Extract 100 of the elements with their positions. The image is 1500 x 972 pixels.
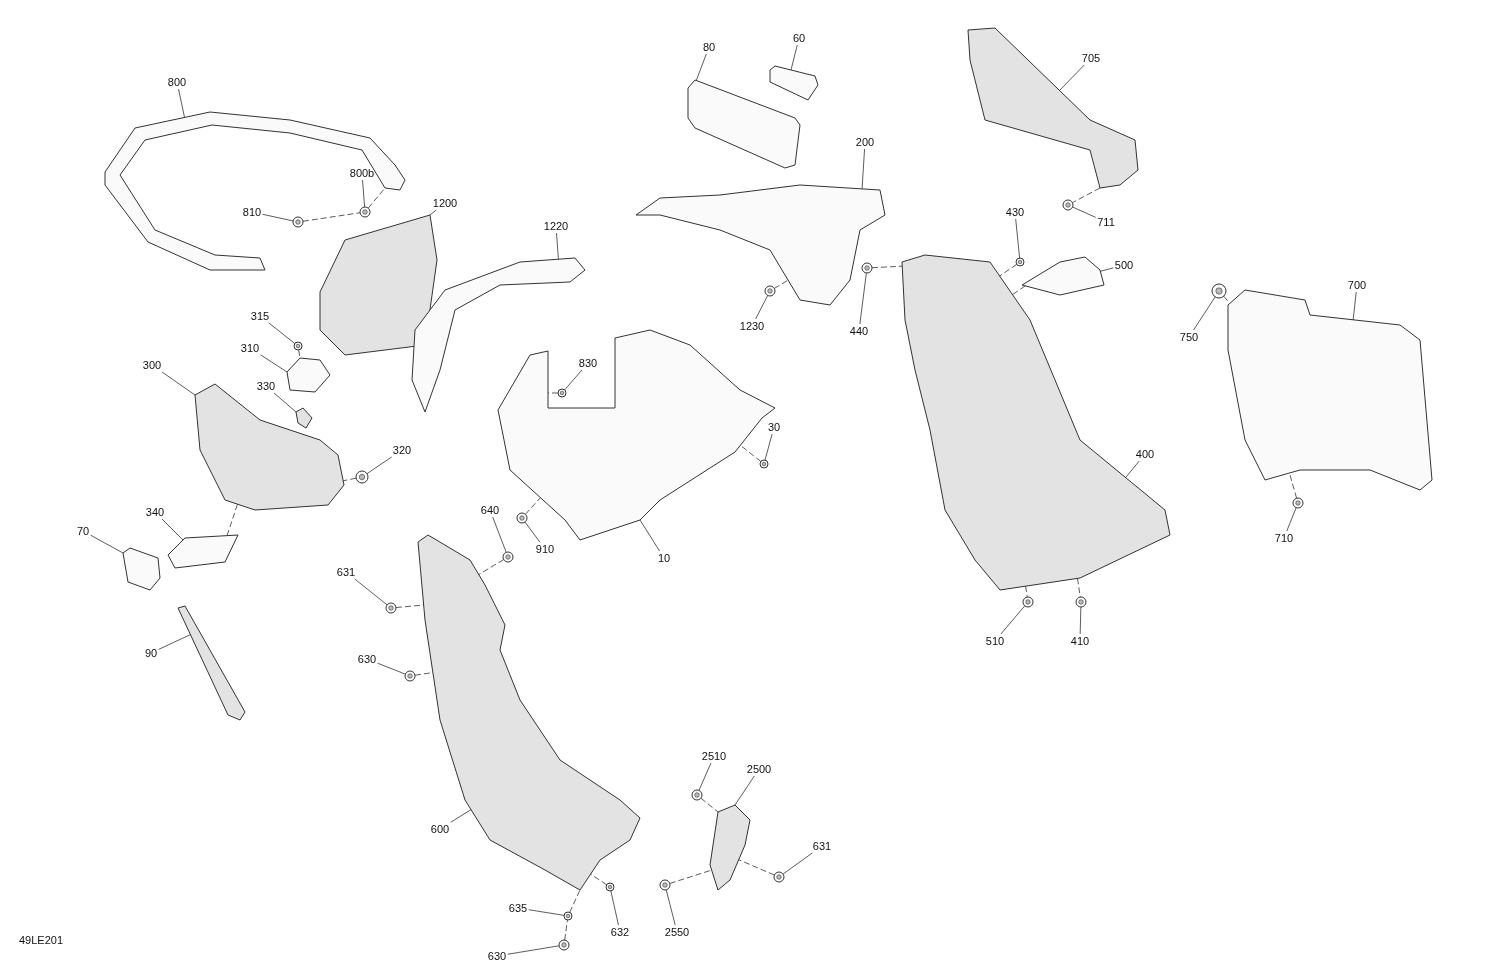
leader-line [161,371,196,396]
nut-icon [502,551,514,563]
alignment-line [367,187,386,209]
screw-icon [293,341,303,351]
rivet-icon [1022,596,1034,608]
callout-number: 200 [855,136,875,148]
alignment-line [226,503,238,536]
leader-line [859,272,867,325]
leader-line [564,369,583,391]
callout-number: 700 [1347,279,1367,291]
leader-line [354,578,388,606]
side-panel-drawing [901,254,1171,591]
screw-icon [1015,257,1025,267]
callout-number: 630 [487,950,507,962]
leader-line [734,775,755,806]
callout-number: 330 [256,380,276,392]
callout-number: 1220 [543,220,569,232]
callout-number: 630 [357,653,377,665]
clip-icon [691,789,703,801]
leader-line [366,456,393,475]
callout-number: 320 [392,444,412,456]
leader-line [790,44,798,71]
rivet-icon [1075,596,1087,608]
leader-line [528,909,565,916]
leader-line [1015,218,1020,259]
callout-number: 750 [1179,331,1199,343]
callout-number: 80 [702,41,716,53]
callout-number: 711 [1097,216,1115,228]
latch-drawing [286,357,331,393]
panel-drawing [687,79,801,169]
alignment-line [302,212,361,222]
leader-line [556,232,559,260]
alignment-line [999,263,1018,277]
leader-line [492,516,507,553]
callout-number: 632 [610,926,630,938]
grille-drawing [319,214,438,356]
leader-line [698,762,712,791]
callout-number: 2550 [664,926,690,938]
washer-icon [1211,283,1227,299]
leader-line [1193,296,1216,331]
drawing-number: 49LE201 [19,934,64,946]
callout-number: 2510 [701,750,727,762]
pad-drawing [295,407,313,429]
leader-line [161,518,184,541]
leader-line [524,521,541,543]
leader-line [639,519,660,552]
callout-number: 60 [792,32,806,44]
bracket-drawing [709,804,751,891]
callout-number: 1200 [432,197,458,209]
side-cover-drawing [967,27,1139,189]
alignment-line [871,265,903,269]
leader-line [610,890,619,926]
callout-number: 310 [240,342,260,354]
callout-number: 635 [508,902,528,914]
leader-line [695,53,707,81]
cover-drawing [122,547,161,591]
callout-number: 410 [1070,635,1090,647]
screw-icon [404,670,416,682]
leader-line [377,662,406,675]
screw-icon [292,216,304,228]
nut-icon [764,285,776,297]
alignment-line [1072,187,1101,204]
alignment-line [524,497,541,515]
callout-number: 631 [336,566,356,578]
leader-line [1059,64,1085,91]
alignment-line [739,444,762,462]
leader-line [507,945,560,955]
callout-number: 705 [1081,52,1101,64]
leader-line [861,148,865,190]
leader-line [665,889,676,926]
plate-drawing [1021,256,1105,296]
alignment-line [1289,472,1298,499]
rivet-icon [759,459,769,469]
alignment-line [564,919,568,941]
callout-number: 510 [985,635,1005,647]
leader-line [755,295,769,320]
leader-line [1072,206,1097,218]
screw-icon [385,602,397,614]
callout-number: 830 [578,357,598,369]
callout-number: 1230 [739,320,765,332]
callout-number: 640 [480,504,500,516]
callout-number: 810 [242,206,262,218]
alignment-line [1223,295,1231,304]
leader-line [450,809,472,823]
screw-icon [773,871,785,883]
callout-number: 600 [430,823,450,835]
console-frame-drawing [635,184,886,306]
alignment-line [1012,285,1026,296]
alignment-line [590,873,608,886]
alignment-line [478,559,505,575]
callout-number: 910 [535,543,555,555]
alignment-line [669,869,713,884]
callout-number: 90 [144,647,158,659]
callout-number: 300 [142,359,162,371]
leader-line [1125,460,1140,478]
leader-line [260,354,288,373]
leader-line [90,534,124,554]
side-panel-drawing [417,534,641,891]
clip-icon [861,262,873,274]
nut-icon [359,206,371,218]
